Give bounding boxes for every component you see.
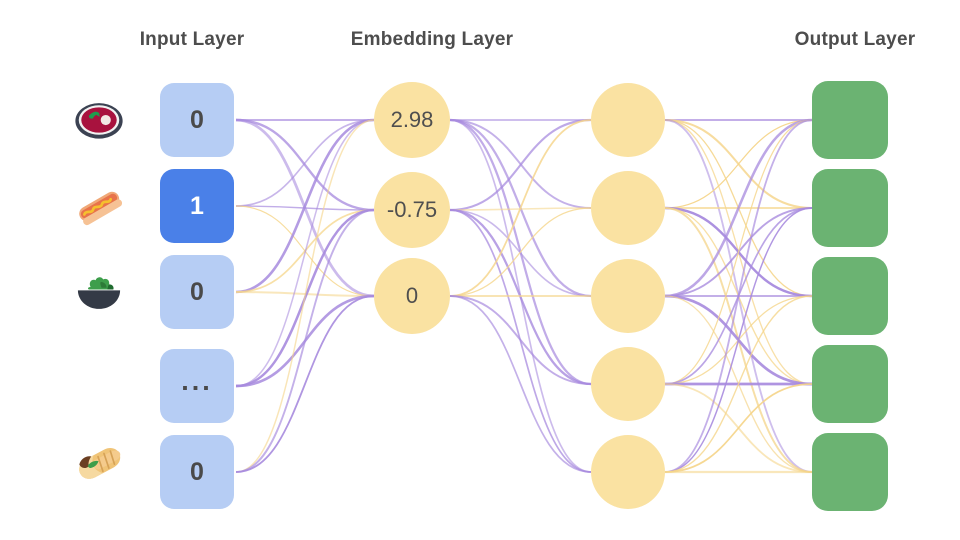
input-node-0[interactable]: 0 bbox=[160, 83, 234, 157]
hidden-node-1[interactable] bbox=[591, 171, 665, 245]
output-node-4[interactable] bbox=[812, 433, 888, 511]
hidden-node-2[interactable] bbox=[591, 259, 665, 333]
green-salad-icon bbox=[72, 265, 126, 319]
hotdog-icon bbox=[72, 179, 126, 233]
embedding-node-2[interactable]: 0 bbox=[374, 258, 450, 334]
soup-bowl-icon bbox=[72, 93, 126, 147]
embedding-node-1[interactable]: -0.75 bbox=[374, 172, 450, 248]
hidden-node-4[interactable] bbox=[591, 435, 665, 509]
hidden-node-3[interactable] bbox=[591, 347, 665, 421]
output-node-3[interactable] bbox=[812, 345, 888, 423]
embedding-layer-title: Embedding Layer bbox=[350, 29, 514, 50]
input-node-4[interactable]: 0 bbox=[160, 435, 234, 509]
input-layer-title: Input Layer bbox=[139, 29, 245, 50]
output-node-0[interactable] bbox=[812, 81, 888, 159]
burrito-icon bbox=[72, 437, 126, 491]
input-node-2[interactable]: 0 bbox=[160, 255, 234, 329]
input-node-3[interactable]: ... bbox=[160, 349, 234, 423]
output-layer-title: Output Layer bbox=[794, 29, 916, 50]
embedding-node-0[interactable]: 2.98 bbox=[374, 82, 450, 158]
input-node-1[interactable]: 1 bbox=[160, 169, 234, 243]
output-node-2[interactable] bbox=[812, 257, 888, 335]
output-node-1[interactable] bbox=[812, 169, 888, 247]
hidden-node-0[interactable] bbox=[591, 83, 665, 157]
